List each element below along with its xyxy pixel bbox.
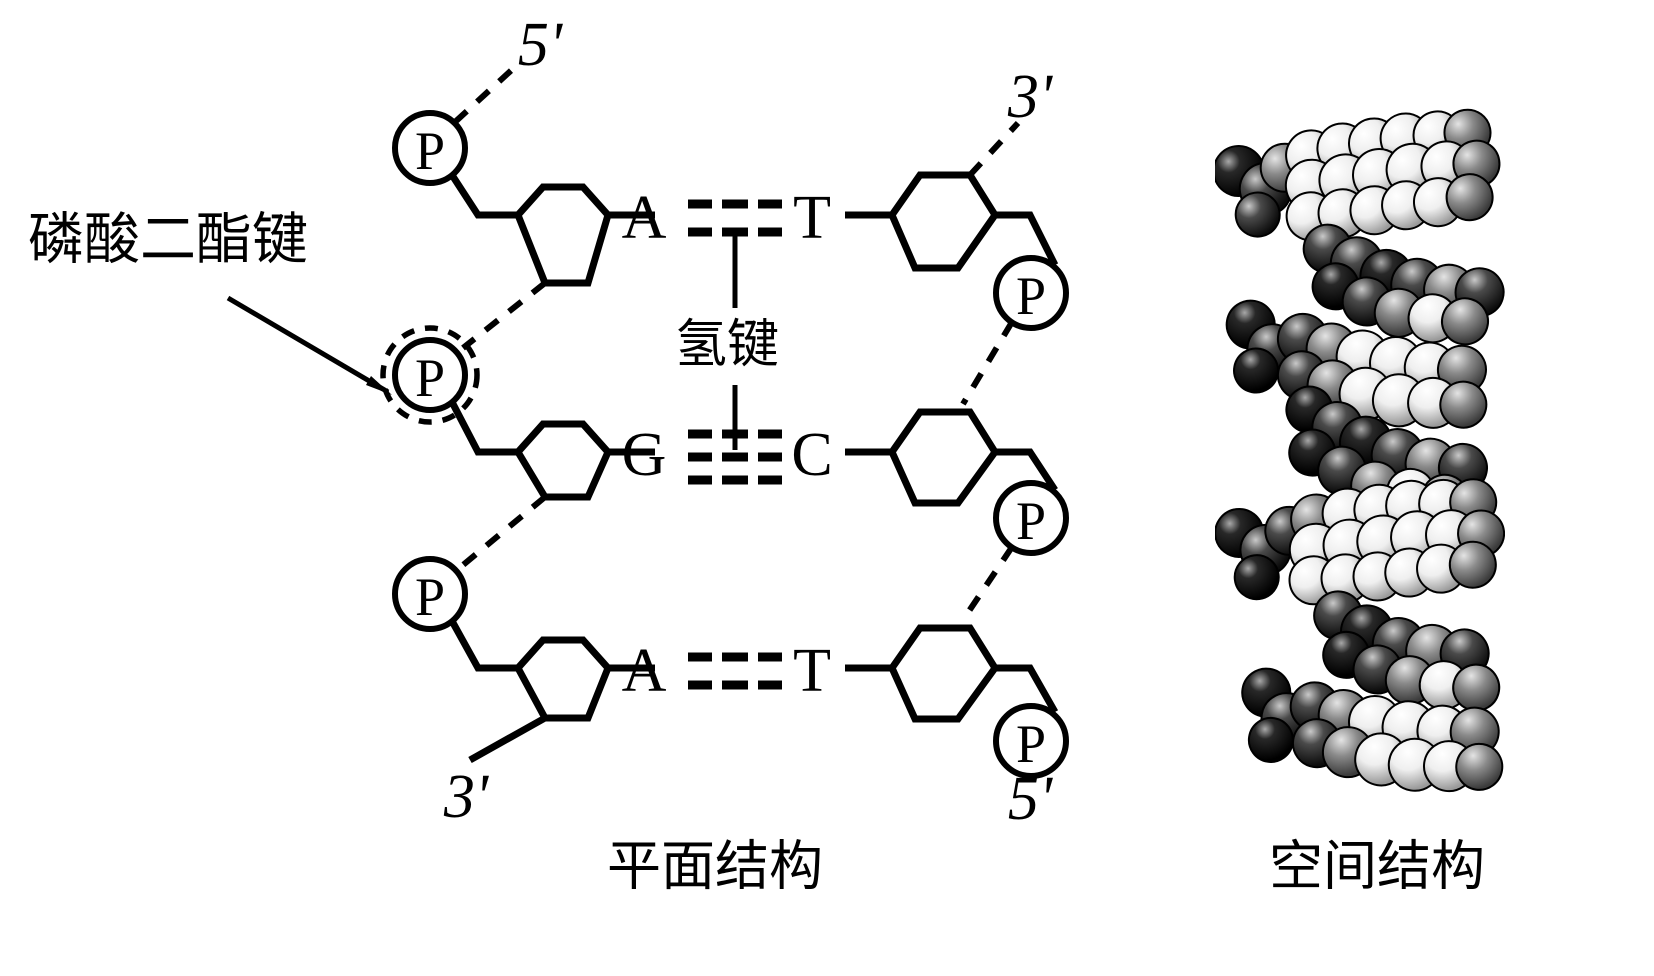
phosphate-symbol: P [415, 348, 445, 408]
base-left-3: A [622, 637, 667, 705]
left-3prime-label: 3' [443, 763, 490, 831]
left-sugar-ring-2 [513, 420, 613, 501]
phosphate-symbol: P [1016, 714, 1046, 774]
right-backbone-connector-2 [995, 448, 1058, 492]
left-phosphate-1: P [392, 110, 468, 186]
right-backbone-connector-1 [995, 211, 1059, 267]
left-phosphate-3: P [392, 556, 468, 632]
phosphate-symbol: P [415, 567, 445, 627]
right-backbone-bond-2-3 [960, 545, 1015, 622]
right-backbone-connector-3 [995, 664, 1059, 714]
right-phosphate-2: P [993, 480, 1069, 556]
phosphate-symbol: P [1016, 266, 1046, 326]
left-sugar-ring-1 [513, 183, 612, 287]
right-5prime-label: 5' [1008, 765, 1054, 833]
right-sugar-ring-3 [887, 624, 1000, 723]
hydrogen-bonds-pair-1 [688, 199, 782, 237]
left-strand-5prime-bond [452, 63, 519, 125]
left-sugar-ring-3 [513, 636, 613, 722]
phosphodiester-highlight-circle [380, 325, 480, 425]
space-filling-dna-double-helix [1215, 108, 1505, 793]
right-sugar-ring-1 [888, 171, 1000, 272]
right-sugar-ring-2 [887, 408, 1000, 507]
left-phosphate-2-highlighted: P [380, 325, 480, 425]
left-strand-3prime-bond [468, 714, 547, 764]
phosphate-symbol: P [1016, 491, 1046, 551]
right-strand-3prime-bond [967, 120, 1021, 178]
base-right-3: T [793, 637, 831, 705]
left-backbone-bond-2-3 [461, 494, 547, 568]
base-right-2: C [791, 421, 832, 489]
caption-planar-structure: 平面结构 [607, 835, 823, 898]
base-right-1: T [793, 184, 831, 252]
caption-spatial-structure: 空间结构 [1269, 835, 1485, 898]
right-backbone-bond-1-2 [960, 320, 1015, 406]
hydrogen-bonds-pair-2 [688, 429, 782, 485]
left-backbone-connector-1 [449, 173, 518, 219]
phosphodiester-pointer-arrow [366, 376, 392, 395]
phosphodiester-pointer-line [226, 295, 390, 395]
right-phosphate-3: P [993, 703, 1069, 779]
right-phosphate-1: P [993, 255, 1069, 331]
phosphate-symbol: P [415, 121, 445, 181]
left-backbone-bond-1-2 [461, 280, 547, 351]
left-backbone-connector-3 [448, 619, 518, 672]
base-left-1: A [622, 184, 667, 252]
right-3prime-label: 3' [1007, 63, 1054, 131]
left-backbone-connector-2 [448, 400, 518, 456]
hydrogen-bond-label: 氢键 [675, 315, 779, 375]
left-5prime-label: 5' [518, 11, 564, 79]
phosphodiester-bond-label: 磷酸二酯键 [28, 208, 308, 273]
base-left-2: G [622, 421, 667, 489]
hydrogen-bonds-pair-3 [688, 652, 782, 690]
